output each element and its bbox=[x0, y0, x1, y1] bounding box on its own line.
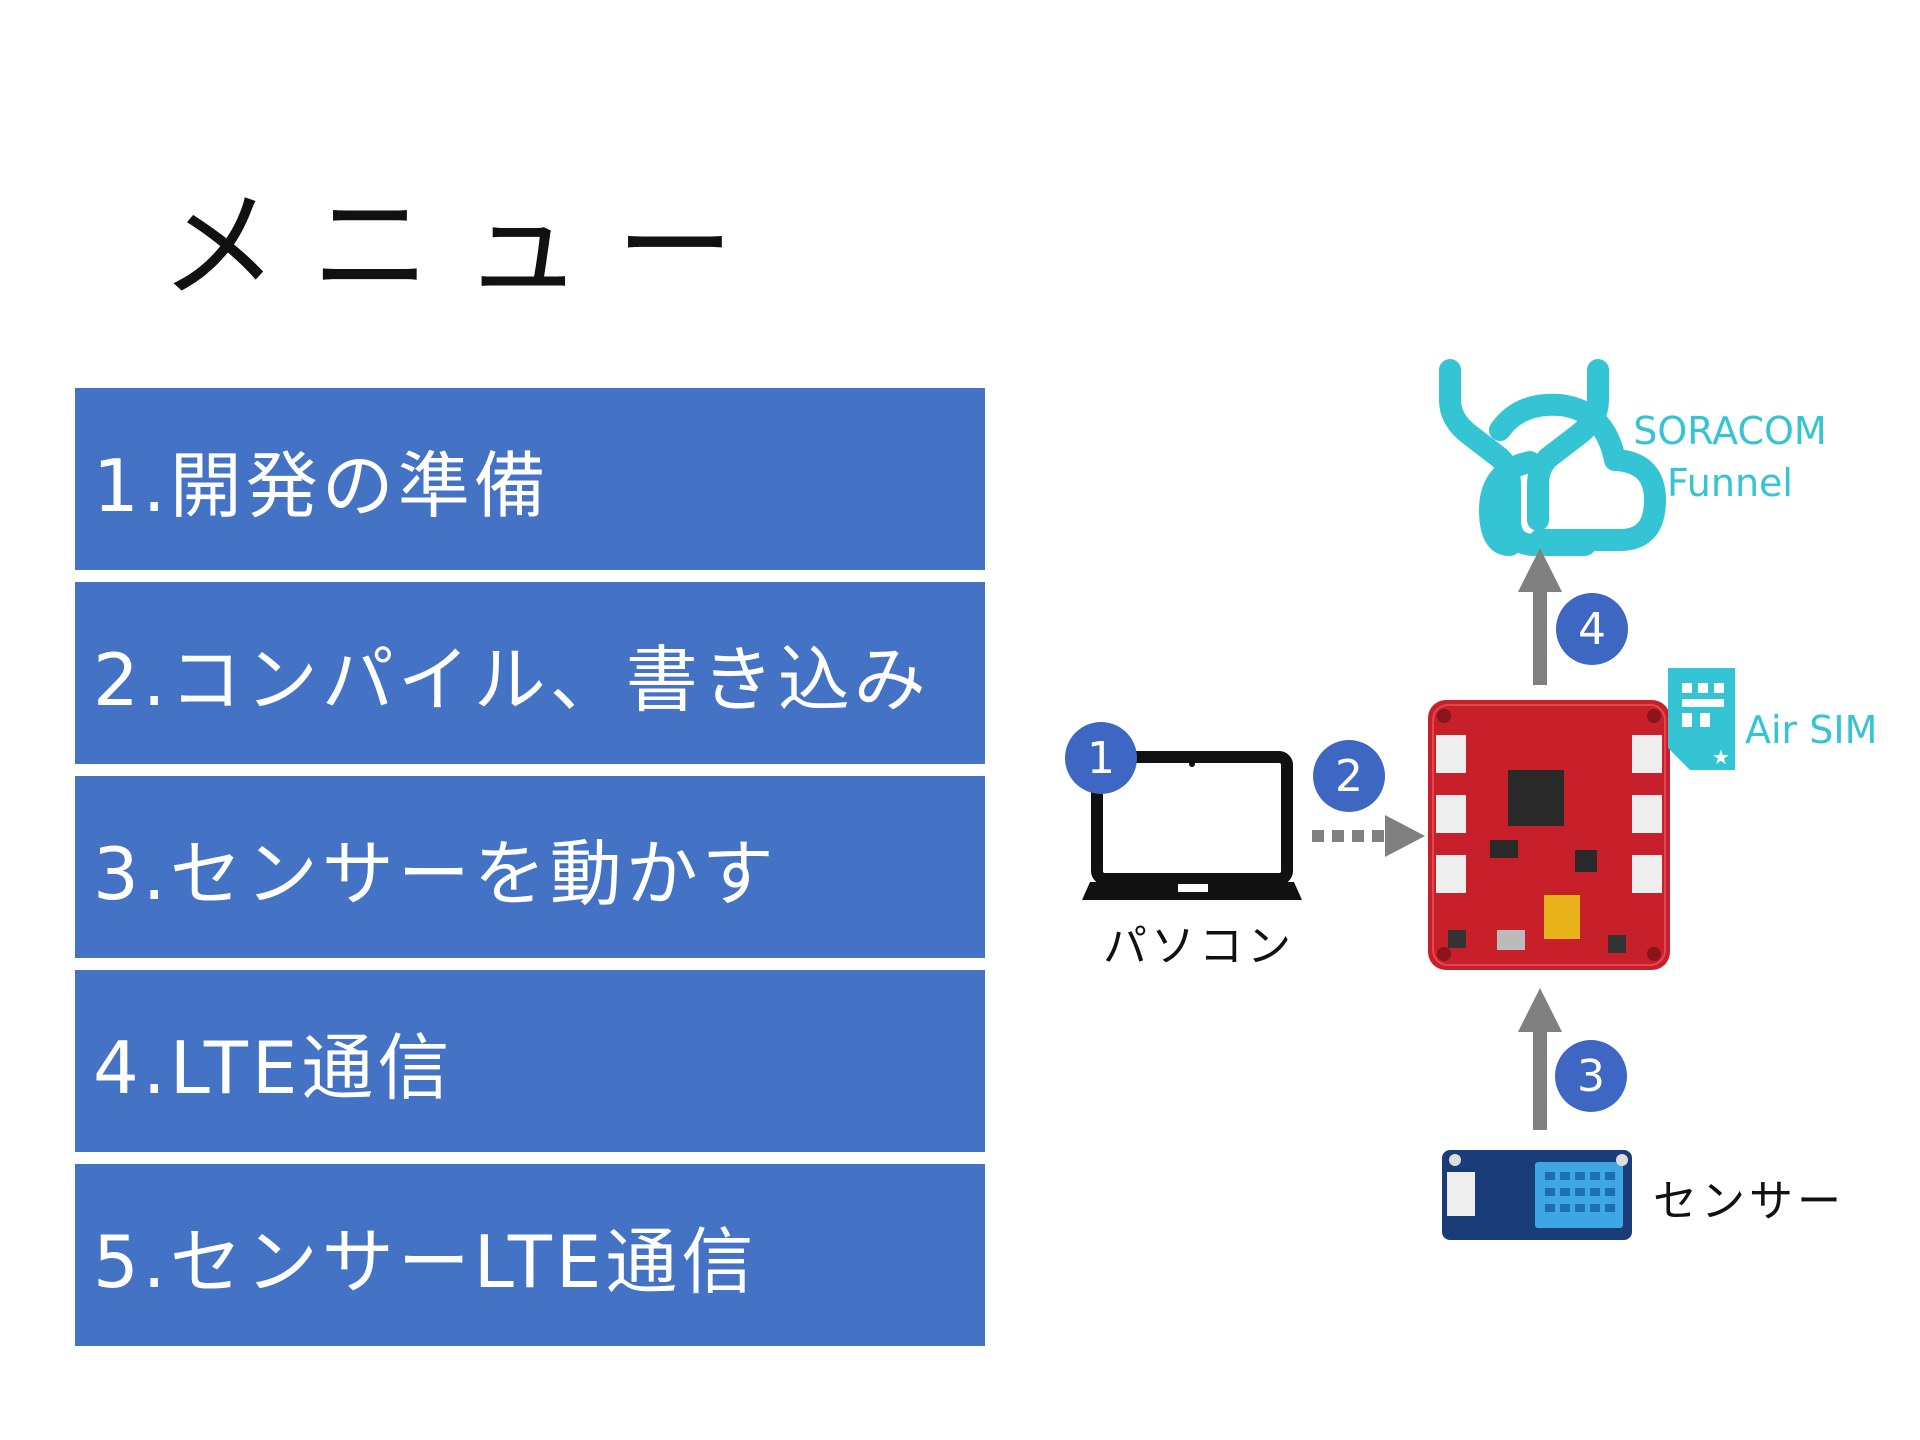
arrow-right-2 bbox=[1312, 815, 1425, 857]
menu-list: 1.開発の準備 2.コンパイル、書き込み 3.センサーを動かす 4.LTE通信 … bbox=[75, 388, 985, 1358]
page-title: メニュー bbox=[160, 177, 769, 315]
menu-item-4[interactable]: 4.LTE通信 bbox=[75, 970, 985, 1152]
air-sim-label: Air SIM bbox=[1745, 708, 1878, 752]
step-badge-2: 2 bbox=[1313, 740, 1385, 812]
menu-item-1[interactable]: 1.開発の準備 bbox=[75, 388, 985, 570]
menu-item-5[interactable]: 5.センサーLTE通信 bbox=[75, 1164, 985, 1346]
step-badge-4: 4 bbox=[1556, 593, 1628, 665]
sim-card-icon: ★ bbox=[1668, 668, 1735, 770]
menu-item-label: 3.センサーを動かす bbox=[93, 831, 778, 916]
menu-item-label: 5.センサーLTE通信 bbox=[93, 1219, 758, 1304]
svg-text:★: ★ bbox=[1712, 745, 1730, 769]
laptop-icon bbox=[1082, 751, 1302, 900]
step-badge-3: 3 bbox=[1555, 1040, 1627, 1112]
sensor-label: センサー bbox=[1653, 1176, 1845, 1227]
pc-label: パソコン bbox=[1103, 921, 1295, 972]
step-badge-1: 1 bbox=[1065, 722, 1137, 794]
menu-item-label: 1.開発の準備 bbox=[93, 443, 550, 528]
lte-board bbox=[1428, 700, 1670, 970]
soracom-label-line1: SORACOM bbox=[1633, 409, 1827, 453]
arrow-up-3 bbox=[1518, 988, 1562, 1130]
menu-item-3[interactable]: 3.センサーを動かす bbox=[75, 776, 985, 958]
menu-item-label: 2.コンパイル、書き込み bbox=[93, 637, 930, 722]
menu-item-2[interactable]: 2.コンパイル、書き込み bbox=[75, 582, 985, 764]
arrow-up-4 bbox=[1518, 548, 1562, 685]
soracom-funnel-label: SORACOM Funnel bbox=[1630, 405, 1830, 509]
sensor-module-icon bbox=[1442, 1150, 1632, 1240]
soracom-label-line2: Funnel bbox=[1667, 461, 1793, 505]
menu-item-label: 4.LTE通信 bbox=[93, 1025, 454, 1110]
soracom-funnel-icon bbox=[1439, 359, 1666, 556]
